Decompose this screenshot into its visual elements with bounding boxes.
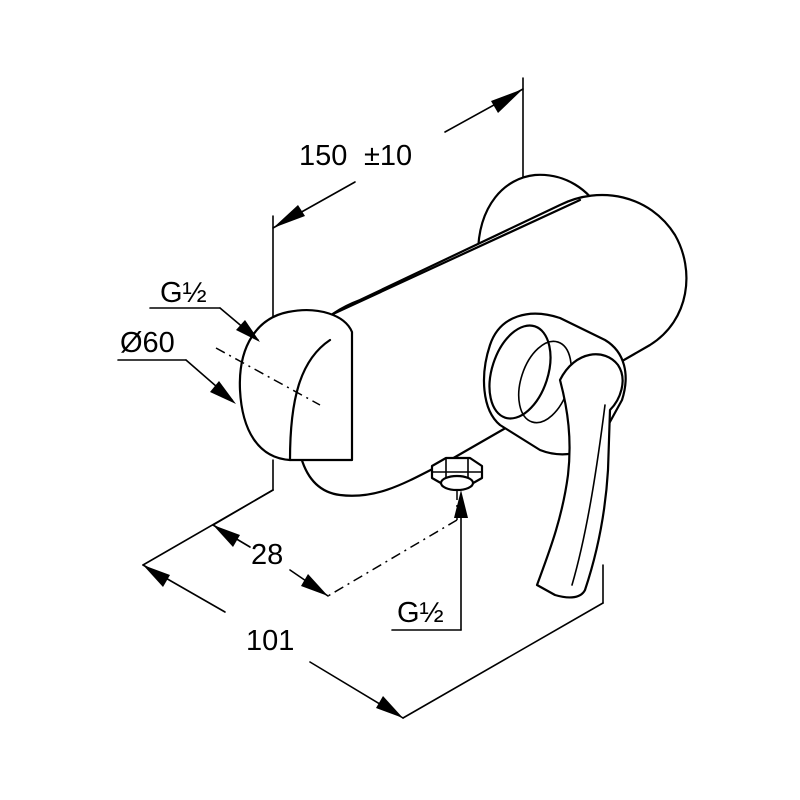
inlet-thread-label: G½ xyxy=(160,277,207,309)
outlet-fitting xyxy=(430,456,484,492)
offset-centerline xyxy=(327,519,458,597)
inlet-cylinder xyxy=(238,309,354,462)
depth-extension-line-right xyxy=(402,602,604,719)
width-value: 150 xyxy=(299,140,347,172)
depth-arrowhead-right xyxy=(376,696,403,718)
width-arrowhead-left xyxy=(273,205,305,228)
outlet-opening xyxy=(439,474,475,492)
dimension-depth: 101 xyxy=(142,564,404,719)
offset-arrowhead-right xyxy=(301,574,328,596)
mixer-body-top-edge xyxy=(318,198,582,322)
depth-value: 101 xyxy=(246,625,294,657)
dimension-width: 150 ±10 xyxy=(272,77,524,353)
offset-extension-line xyxy=(212,489,274,526)
inlet-thread-arrowhead xyxy=(236,320,260,342)
dimension-diameter: Ø60 xyxy=(117,327,236,404)
lever-base-ring xyxy=(488,324,552,420)
dimension-offset: 28 xyxy=(212,524,329,597)
width-arrowhead-right xyxy=(491,89,523,113)
outlet-thread-arrowhead xyxy=(454,490,468,518)
lever-handle xyxy=(535,353,624,599)
width-tolerance: ±10 xyxy=(364,140,412,172)
offset-value: 28 xyxy=(251,539,283,571)
diameter-label: Ø60 xyxy=(120,327,175,359)
dimension-inlet-thread: G½ xyxy=(149,277,260,342)
lever-handle-ridge xyxy=(571,404,606,586)
inlet-centerline xyxy=(215,347,321,406)
offset-arrowhead-left xyxy=(213,525,240,547)
diameter-arrowhead xyxy=(210,381,236,404)
dimension-outlet-thread: G½ xyxy=(391,490,468,631)
depth-arrowhead-left xyxy=(143,565,170,587)
inlet-cylinder-front-edge xyxy=(288,338,332,462)
outlet-thread-label: G½ xyxy=(397,597,444,629)
